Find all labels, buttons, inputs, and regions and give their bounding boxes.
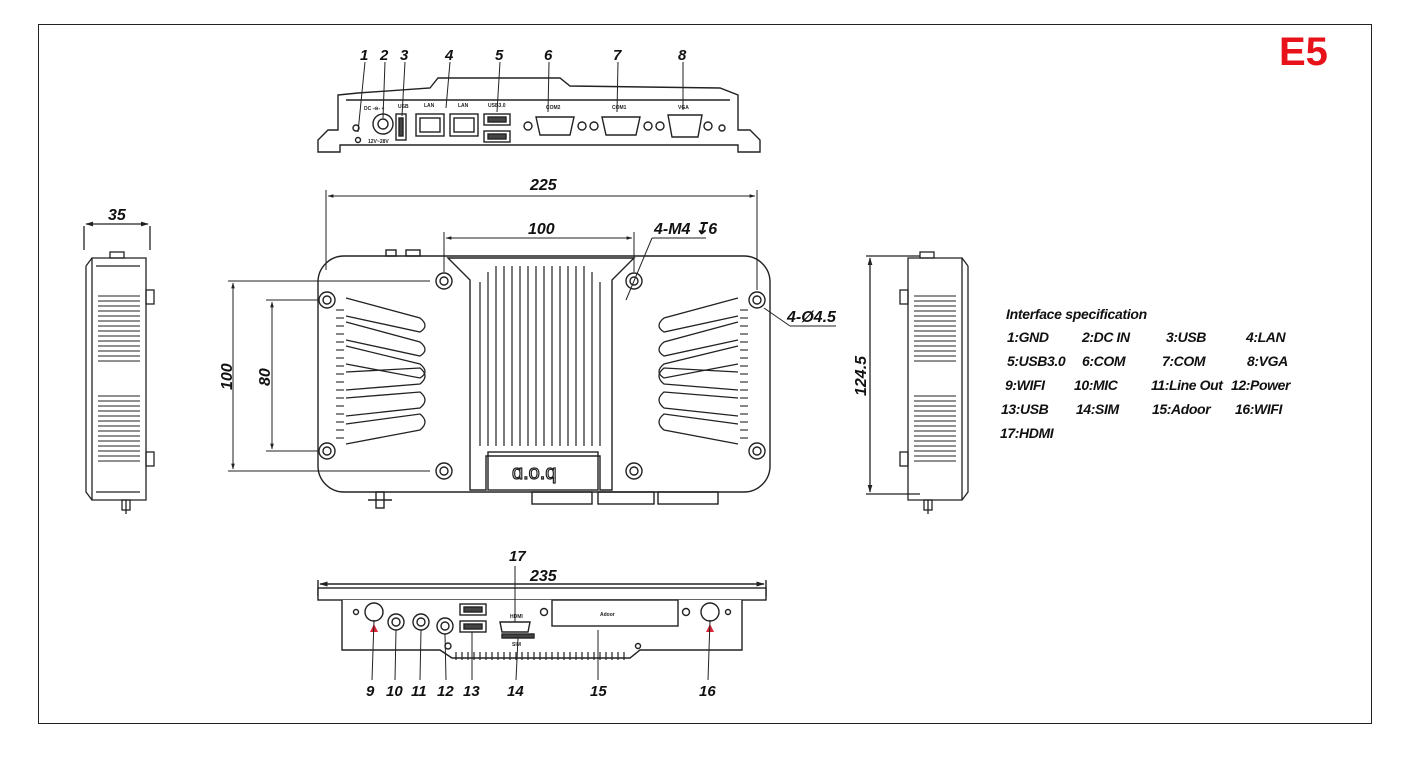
right-side-view: [866, 251, 969, 514]
spec-item: 5:USB3.0: [1007, 353, 1066, 369]
callout-1: 1: [360, 47, 368, 64]
callout-11: 11: [411, 683, 427, 700]
lan1-label: LAN: [424, 103, 435, 109]
spec-item: 11:Line Out: [1151, 377, 1223, 393]
lan2-label: LAN: [458, 103, 469, 109]
dim-height-inner: 80: [257, 368, 274, 386]
callout-14: 14: [507, 683, 524, 700]
bottom-callout-lines: [371, 566, 711, 681]
spec-item: 4:LAN: [1246, 329, 1286, 345]
spec-item: 16:WIFI: [1235, 401, 1282, 417]
callout-5: 5: [495, 47, 504, 64]
sim-label: SIM: [512, 642, 521, 648]
front-dimension-lines: [228, 190, 836, 472]
spec-item: 12:Power: [1231, 377, 1291, 393]
callout-6: 6: [544, 47, 553, 64]
callout-7: 7: [613, 47, 622, 64]
callout-9: 9: [366, 683, 375, 700]
top-callout-lines: [357, 61, 684, 133]
callout-4: 4: [444, 47, 454, 64]
callout-10: 10: [386, 683, 403, 700]
bottom-port-view: [317, 580, 767, 659]
left-vents: [345, 297, 426, 445]
callout-17: 17: [509, 548, 526, 565]
spec-item: 6:COM: [1082, 353, 1126, 369]
spec-title: Interface specification: [1006, 306, 1147, 322]
edge-serrations: [336, 309, 748, 439]
callout-13: 13: [463, 683, 480, 700]
com1-label: COM1: [612, 105, 627, 111]
spec-item: 9:WIFI: [1005, 377, 1045, 393]
heatsink-fins: [479, 266, 601, 446]
hdmi-label: HDMI: [510, 614, 523, 620]
dim-height-outer: 100: [219, 363, 236, 390]
callout-3: 3: [400, 47, 409, 64]
dim-width-bottom: 235: [529, 568, 558, 585]
dim-mount-holes: 4-Ø4.5: [786, 309, 837, 326]
dim-depth: 35: [108, 207, 127, 224]
dim-side-height: 124.5: [853, 355, 870, 396]
spec-item: 7:COM: [1162, 353, 1206, 369]
model-label: E5: [1279, 30, 1328, 74]
spec-item: 14:SIM: [1076, 401, 1119, 417]
usb-label: USB: [398, 104, 409, 110]
callout-15: 15: [590, 683, 607, 700]
spec-item: 17:HDMI: [1000, 425, 1054, 441]
spec-item: 1:GND: [1007, 329, 1049, 345]
right-side-fins: [914, 295, 956, 462]
adoor-label: Adoor: [600, 612, 615, 618]
callout-8: 8: [678, 47, 687, 64]
spec-item: 13:USB: [1001, 401, 1049, 417]
callout-12: 12: [437, 683, 454, 700]
dim-heatsink-width: 100: [528, 221, 555, 238]
left-side-view: [83, 221, 155, 514]
spec-item: 2:DC IN: [1082, 329, 1130, 345]
dim-width-top: 225: [529, 177, 558, 194]
callout-2: 2: [379, 47, 389, 64]
drawing-frame: [38, 24, 1372, 724]
spec-item: 3:USB: [1166, 329, 1207, 345]
brand-logo: ɑ.o.q: [512, 462, 556, 484]
left-side-fins: [98, 295, 140, 462]
dim-mount-screws: 4-M4 ↧6: [653, 221, 717, 238]
vga-label: VGA: [678, 105, 689, 111]
voltage-label: 12V~28V: [368, 139, 389, 145]
top-port-view: [317, 77, 761, 153]
bottom-fins: [455, 652, 625, 660]
callout-16: 16: [699, 683, 716, 700]
com2-label: COM2: [546, 105, 561, 111]
dc-label: DC -⊖- +: [364, 106, 385, 112]
right-vents: [658, 297, 739, 445]
spec-item: 10:MIC: [1074, 377, 1118, 393]
spec-item: 8:VGA: [1247, 353, 1288, 369]
spec-item: 15:Adoor: [1152, 401, 1211, 417]
